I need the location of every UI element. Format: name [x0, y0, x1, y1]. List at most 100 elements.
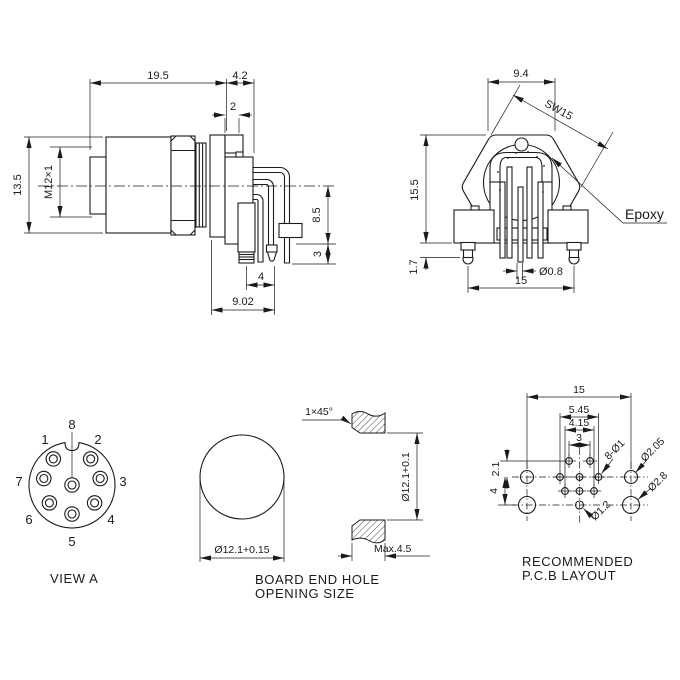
face-pins [36, 451, 108, 522]
dim-max-4-5: Max.4.5 [338, 543, 430, 561]
epoxy-dots [497, 151, 545, 193]
pin-number-5: 5 [68, 534, 75, 549]
dim-4-15: 4.15 [564, 417, 595, 486]
mount-hole-top-left [519, 469, 535, 485]
contact-pin-cone [265, 244, 278, 262]
rear-view: 9.4 SW15 15.5 1.7 Ø0.8 [408, 68, 667, 293]
pin-holes [553, 454, 606, 510]
dim-19-5: 19.5 [89, 70, 227, 150]
chamfer-callout: 1×45° [302, 406, 352, 425]
bracket-right [547, 209, 589, 244]
dim-19-5-label: 19.5 [147, 70, 168, 82]
dim-2-1-label: 2.1 [490, 462, 502, 477]
pcb-title-2: P.C.B LAYOUT [522, 568, 616, 583]
pin-number-8: 8 [68, 417, 75, 432]
view-a: 1 2 3 4 5 6 7 8 VIEW A [15, 417, 126, 586]
pin-2-contact [82, 451, 99, 467]
chamfer-label: 1×45° [305, 406, 333, 418]
pin-number-1: 1 [41, 432, 48, 447]
dim-3: 3 [292, 244, 336, 265]
support-block [278, 222, 303, 239]
dim-15-5-label: 15.5 [409, 179, 421, 200]
dim-13-5: 13.5 [12, 136, 103, 234]
dia-2-8-label: Ø2.8 [646, 469, 671, 494]
rear-pins [499, 166, 544, 263]
hex-nut-side [170, 135, 196, 236]
dim-pcb-15: 15 [526, 384, 632, 469]
pin-4-contact [86, 495, 103, 511]
pcb-title-1: RECOMMENDED [522, 554, 633, 569]
sw15-label: SW15 [542, 98, 574, 123]
dim-5-45: 5.45 [559, 404, 599, 471]
pin-elbow-inner [252, 193, 264, 263]
section-upper-wall [351, 411, 386, 434]
dim-pcb-15-label: 15 [573, 384, 585, 396]
hole-circle [199, 434, 285, 520]
housing-bump [235, 151, 244, 158]
pin-6-contact [41, 495, 58, 511]
callout-dia-1-2: Ø1.2 [583, 498, 614, 523]
callout-dia-2-8: Ø2.8 [637, 469, 671, 500]
dim-pcb-3-label: 3 [576, 432, 582, 444]
board-hole-view: Ø12.1+0.15 1×45° Ø12.1+0.1 Max.4.5 BOARD… [199, 406, 430, 601]
mounting-post [237, 202, 256, 264]
dim-15-5: 15.5 [409, 134, 486, 244]
pcb-layout-view: 15 5.45 4.15 3 2.1 4 [488, 384, 670, 583]
dim-4-label: 4 [258, 271, 264, 283]
pin-hole [572, 487, 587, 495]
pin-5-contact [64, 506, 80, 522]
dim-pcb-4: 4 [488, 477, 516, 506]
pin-numbers: 1 2 3 4 5 6 7 8 [15, 417, 126, 549]
dim-9-4-label: 9.4 [513, 68, 528, 80]
callout-8-dia1: 8-Ø1 [601, 437, 627, 474]
dim-4-2: 4.2 [226, 70, 255, 153]
leg-left [460, 241, 476, 265]
mount-hole-bottom-left [517, 495, 537, 515]
dim-4-15-label: 4.15 [569, 417, 590, 429]
dim-dia-12-1-section: Ø12.1+0.1 [387, 432, 423, 521]
pin-number-2: 2 [94, 432, 101, 447]
dim-8-5: 8.5 [296, 186, 336, 245]
pin-3-contact [92, 470, 108, 487]
dim-2: 2 [212, 101, 252, 133]
callout-dia-2-05: Ø2.05 [635, 435, 667, 473]
hole-section [351, 411, 386, 544]
connector-face-outline [28, 441, 116, 529]
leg-right [566, 241, 582, 265]
dim-1-7: 1.7 [408, 231, 460, 275]
dim-2-label: 2 [230, 101, 236, 113]
dia-1-2-label: Ø1.2 [589, 498, 614, 523]
dim-1-7-label: 1.7 [408, 259, 420, 274]
lock-washer [195, 142, 207, 228]
mount-hole-top-right [623, 469, 639, 485]
dim-4-2-label: 4.2 [232, 70, 247, 82]
pin-hole [558, 484, 572, 498]
dim-pcb-3: 3 [568, 432, 591, 456]
dim-13-5-label: 13.5 [12, 174, 24, 195]
housing-tab [224, 134, 244, 154]
pin-number-3: 3 [119, 474, 126, 489]
dim-8-5-label: 8.5 [311, 207, 323, 222]
locator-hole [574, 500, 585, 510]
pin-8-contact [64, 477, 80, 493]
pin-hole [583, 454, 597, 468]
section-lower-wall [351, 519, 386, 544]
side-view: 19.5 4.2 2 13.5 M12×1 [12, 70, 336, 315]
pin-hole [572, 473, 587, 481]
pin-hole [591, 470, 606, 484]
view-a-title: VIEW A [50, 571, 98, 586]
dim-dia-0-8: Ø0.8 [503, 263, 563, 279]
pin-elbow-outer [252, 166, 291, 264]
dim-thread: M12×1 [43, 146, 92, 218]
dim-3-label: 3 [312, 251, 324, 257]
dim-4: 4 [246, 266, 275, 315]
dim-15-rear-label: 15 [515, 275, 527, 287]
dim-pcb-4-label: 4 [488, 488, 500, 494]
pin-number-7: 7 [15, 474, 22, 489]
dia-face-label: Ø12.1+0.15 [214, 544, 269, 556]
dim-9-02-label: 9.02 [232, 296, 253, 308]
dia-section-label: Ø12.1+0.1 [400, 452, 412, 501]
pin-7-contact [36, 470, 52, 487]
